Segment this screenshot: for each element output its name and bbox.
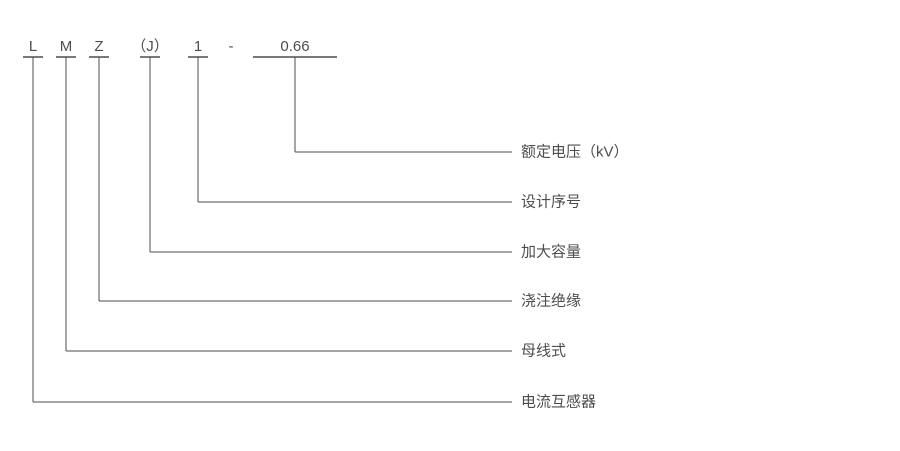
code-char-l: L (28, 38, 38, 55)
code-char-066: 0.66 (280, 38, 310, 55)
label-increased-capacity: 加大容量 (521, 243, 582, 261)
code-char-z: Z (94, 38, 104, 55)
label-busbar-type: 母线式 (521, 342, 567, 360)
label-current-transformer: 电流互感器 (521, 393, 597, 411)
code-char-1: 1 (193, 38, 203, 55)
code-char-j: （J） (131, 38, 169, 55)
code-separator-dash: - (228, 38, 234, 55)
label-cast-insulation: 浇注绝缘 (521, 292, 582, 310)
label-rated-voltage: 额定电压（kV） (521, 143, 629, 161)
label-design-serial: 设计序号 (521, 193, 582, 211)
code-char-m: M (59, 38, 73, 55)
